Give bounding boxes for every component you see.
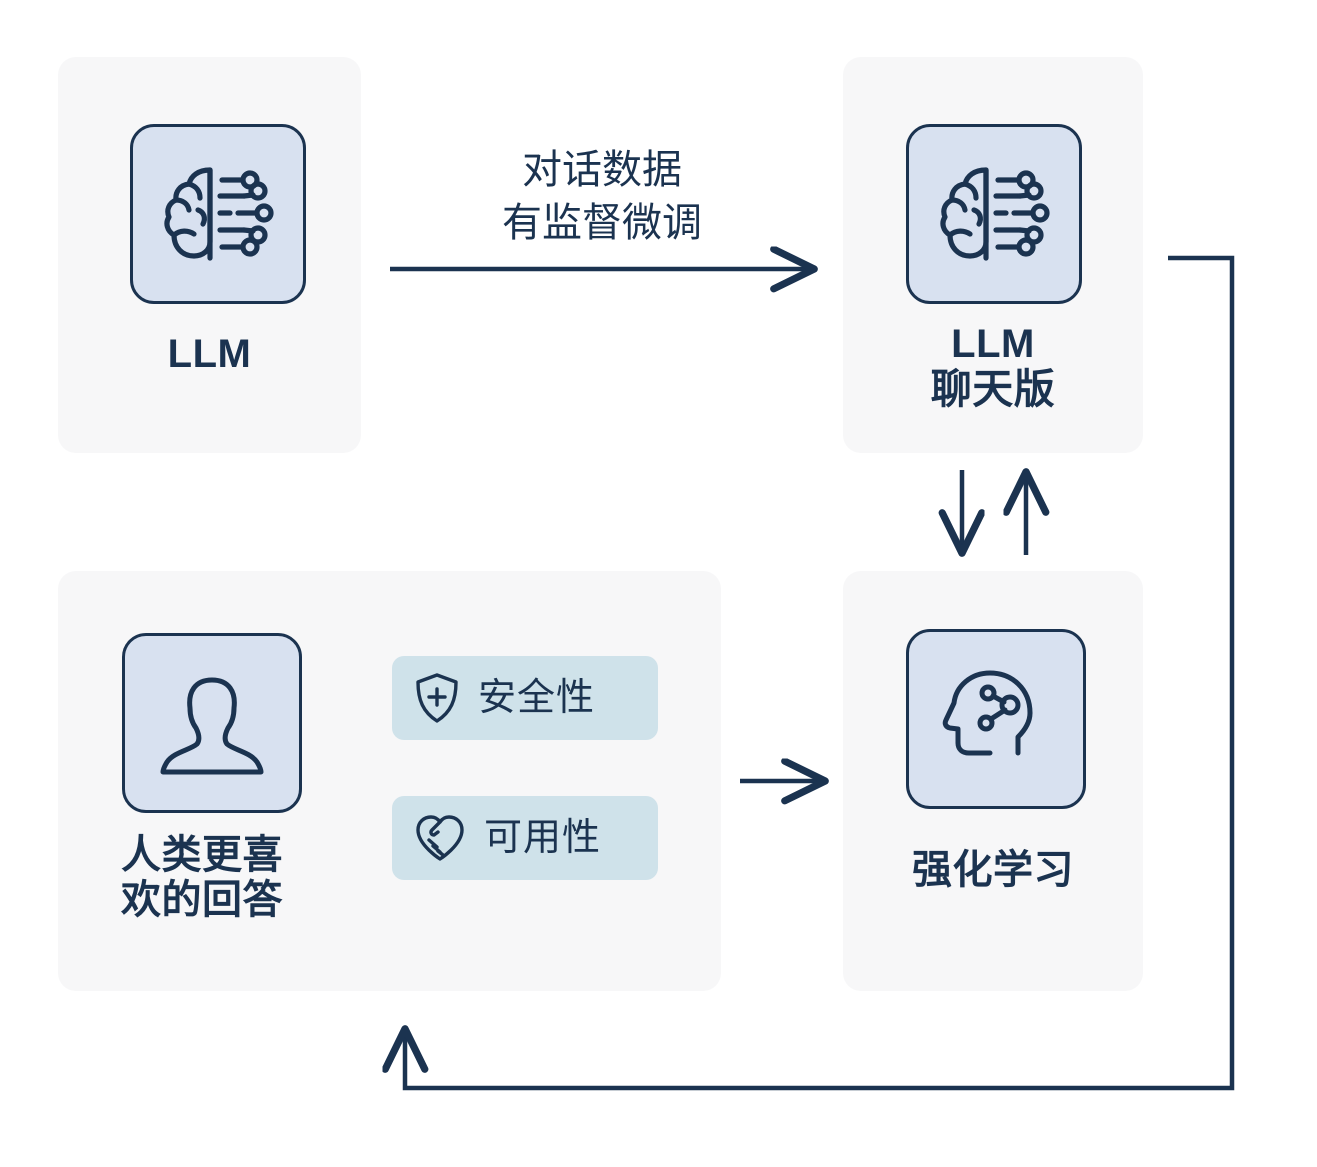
badge-safety[interactable]: 安全性 bbox=[392, 656, 658, 740]
edge-label-sft-line2: 有监督微调 bbox=[502, 201, 702, 246]
node-card-reinforcement-learning[interactable]: 强化学习 bbox=[843, 571, 1143, 991]
node-label-reinforcement-learning: 强化学习 bbox=[912, 848, 1074, 892]
heart-handshake-icon bbox=[414, 813, 466, 863]
brain-circuit-icon bbox=[130, 124, 306, 304]
node-card-human-preference[interactable]: 人类更喜 欢的回答 安全性 bbox=[58, 571, 721, 991]
badge-helpfulness[interactable]: 可用性 bbox=[392, 796, 658, 880]
node-card-llm-chat[interactable]: LLM 聊天版 bbox=[843, 57, 1143, 453]
brain-circuit-icon bbox=[906, 124, 1082, 304]
badge-helpfulness-label: 可用性 bbox=[484, 817, 602, 859]
shield-plus-icon bbox=[414, 672, 460, 724]
node-label-human-preference-line2: 欢的回答 bbox=[121, 877, 283, 922]
node-label-llm-chat-cn: 聊天版 bbox=[930, 365, 1056, 412]
node-label-human-preference-line1: 人类更喜 bbox=[121, 833, 283, 877]
node-label-llm: LLM bbox=[167, 332, 252, 376]
node-label-llm-chat: LLM 聊天版 bbox=[843, 322, 1143, 413]
node-card-llm[interactable]: LLM bbox=[58, 57, 361, 453]
edge-label-sft-line1: 对话数据 bbox=[522, 148, 682, 192]
badge-safety-label: 安全性 bbox=[478, 677, 596, 719]
edge-label-sft: 对话数据有监督微调 bbox=[437, 144, 767, 250]
person-bust-icon bbox=[122, 633, 302, 813]
node-label-llm-chat-en: LLM bbox=[951, 322, 1035, 366]
head-neural-icon bbox=[906, 629, 1086, 809]
node-label-human-preference: 人类更喜 欢的回答 bbox=[72, 833, 332, 923]
